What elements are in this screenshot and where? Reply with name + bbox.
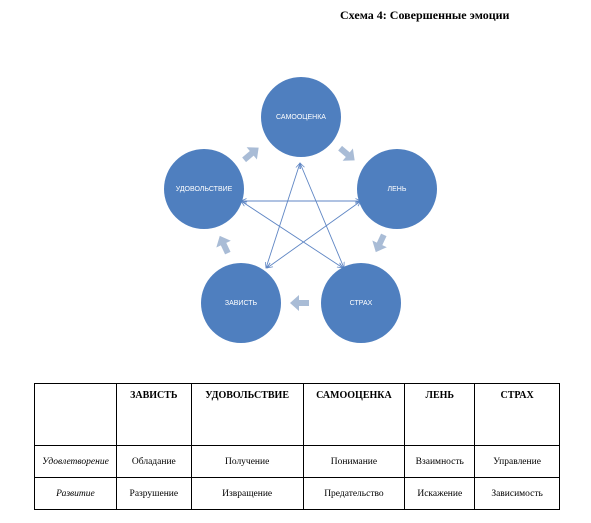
star-line-udovolstvie-strakh <box>241 201 343 268</box>
node-udovolstvie: УДОВОЛЬСТВИЕ <box>164 149 244 229</box>
cycle-arrow-samootsenka-len <box>338 145 355 161</box>
table-cell: Предательство <box>302 477 406 510</box>
page-title: Схема 4: Совершенные эмоции <box>340 8 510 22</box>
table-cell: Зависимость <box>474 477 560 510</box>
table-cell: Получение <box>190 445 304 478</box>
cycle-arrow-udovolstvie-samootsenka <box>242 147 259 163</box>
table-header-cell: САМООЦЕНКА <box>302 383 406 446</box>
table-header-cell: ЛЕНЬ <box>404 383 476 446</box>
table-cell: Управление <box>474 445 560 478</box>
node-len: ЛЕНЬ <box>357 149 437 229</box>
table-cell: Взаимность <box>404 445 476 478</box>
table-cell: Искажение <box>404 477 476 510</box>
table-row: Удовлетворение Обладание Получение Поним… <box>34 445 560 478</box>
table-header-cell: ЗАВИСТЬ <box>115 383 192 446</box>
emotions-diagram: САМООЦЕНКА ЛЕНЬ СТРАХ ЗАВИСТЬ УДОВОЛЬСТВ… <box>164 77 437 343</box>
node-label-strakh: СТРАХ <box>350 300 373 307</box>
table-header-cell <box>34 383 117 446</box>
node-label-zavist: ЗАВИСТЬ <box>225 300 258 307</box>
table-cell: Понимание <box>302 445 406 478</box>
cycle-arrow-len-strakh <box>372 233 387 253</box>
cycle-arrow-strakh-zavist <box>290 295 309 311</box>
star-line-samootsenka-zavist <box>266 163 300 268</box>
star-lines <box>241 163 361 268</box>
star-line-samootsenka-strakh <box>300 163 344 268</box>
table-header-row: ЗАВИСТЬ УДОВОЛЬСТВИЕ САМООЦЕНКА ЛЕНЬ СТР… <box>34 383 560 446</box>
table-row: Развитие Разрушение Извращение Предатель… <box>34 477 560 510</box>
row-label: Развитие <box>34 477 117 510</box>
table-cell: Извращение <box>190 477 304 510</box>
node-label-samootsenka: САМООЦЕНКА <box>276 114 326 121</box>
table-cell: Разрушение <box>115 477 192 510</box>
node-label-len: ЛЕНЬ <box>388 186 407 193</box>
emotions-table: ЗАВИСТЬ УДОВОЛЬСТВИЕ САМООЦЕНКА ЛЕНЬ СТР… <box>34 383 560 510</box>
node-strakh: СТРАХ <box>321 263 401 343</box>
table-header-cell: СТРАХ <box>474 383 560 446</box>
table-cell: Обладание <box>115 445 192 478</box>
node-zavist: ЗАВИСТЬ <box>201 263 281 343</box>
star-line-len-zavist <box>267 201 361 268</box>
row-label: Удовлетворение <box>34 445 117 478</box>
node-samootsenka: САМООЦЕНКА <box>261 77 341 157</box>
node-label-udovolstvie: УДОВОЛЬСТВИЕ <box>176 186 233 193</box>
table-header-cell: УДОВОЛЬСТВИЕ <box>190 383 304 446</box>
cycle-arrows <box>216 145 387 311</box>
cycle-arrow-zavist-udovolstvie <box>216 235 231 255</box>
